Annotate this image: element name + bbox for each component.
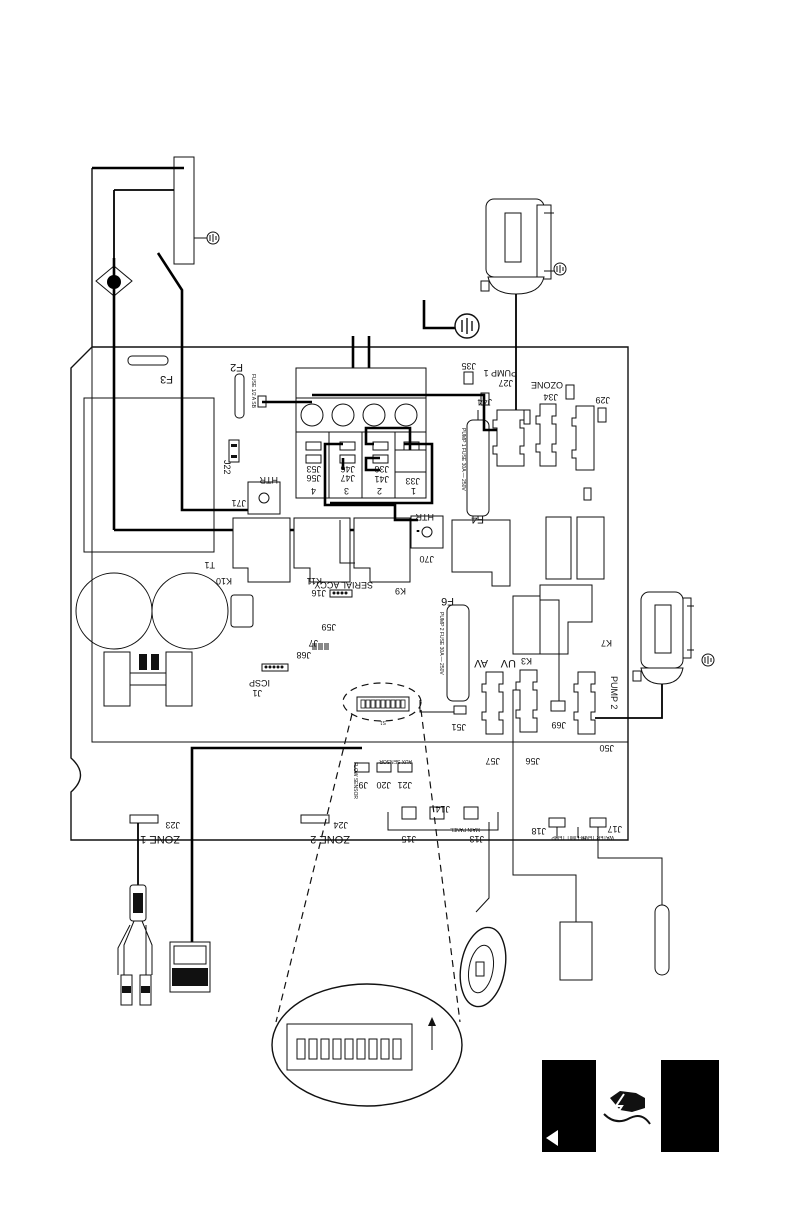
label-k9: K9 xyxy=(395,586,406,596)
label-serial-accy: SERIAL ACCY xyxy=(314,580,373,590)
label-k3: K3 xyxy=(521,656,532,666)
label-j15: J15 xyxy=(401,834,416,844)
pump1-motor xyxy=(480,198,567,394)
external-devices xyxy=(117,884,670,1008)
pump2-motor xyxy=(595,591,715,719)
label-k11: K11 xyxy=(307,576,322,586)
label-main-panel: MAIN PANEL xyxy=(450,826,480,832)
label-uv: UV xyxy=(500,657,516,669)
label-pump-fuse-2: PUMP 2 FUSE 30A — 250V xyxy=(438,612,444,675)
label-f4: F4 xyxy=(471,513,484,525)
label-terminal-2: 2 xyxy=(377,486,382,496)
label-f2-fuse: FUSE 1/2 A SB xyxy=(250,374,256,409)
label-j18: J18 xyxy=(531,826,546,836)
label-j51: J51 xyxy=(451,722,466,732)
label-pump-fuse-1: PUMP 1 FUSE 30A — 250V xyxy=(460,428,466,491)
label-j35: J35 xyxy=(461,361,476,371)
label-terminal-1: 1 xyxy=(411,486,416,496)
label-j69: J69 xyxy=(551,720,566,730)
label-aux-sensor: AUX SENSOR xyxy=(379,758,412,764)
label-f6: F6 xyxy=(441,595,454,607)
label-ozone: OZONE xyxy=(531,380,563,390)
label-htr-right: HTR xyxy=(415,512,434,522)
board-components xyxy=(75,355,607,831)
label-j70: J70 xyxy=(419,554,434,564)
label-j14: J14 xyxy=(435,804,450,814)
warning-label xyxy=(542,1060,719,1152)
label-j36: J36 xyxy=(374,464,389,474)
label-k7: K7 xyxy=(601,638,612,648)
label-j57: J57 xyxy=(485,756,500,766)
label-j17: J17 xyxy=(607,824,622,834)
label-terminal-4: 4 xyxy=(311,486,316,496)
label-t1: T1 xyxy=(204,560,215,570)
label-j21: J21 xyxy=(397,780,412,790)
enclosure-outline xyxy=(70,168,629,841)
label-j44: J44 xyxy=(477,397,492,407)
label-terminal-3: 3 xyxy=(344,486,349,496)
label-j7: J7 xyxy=(308,638,318,648)
label-j20: J20 xyxy=(376,780,391,790)
ground-symbol xyxy=(422,300,480,339)
label-hi-limit: HI-LIMIT TEMP xyxy=(551,834,586,840)
label-s1: S1 xyxy=(380,719,386,725)
board-labels: F3 F2 FUSE 1/2 A SB J35 J27 PUMP 1 OZONE… xyxy=(140,361,622,845)
label-j29: J29 xyxy=(595,395,610,405)
label-k10: K10 xyxy=(216,576,232,586)
label-j23: J23 xyxy=(165,820,180,830)
label-j68: J68 xyxy=(296,650,311,660)
label-j59: J59 xyxy=(321,622,336,632)
label-j22: J22 xyxy=(222,460,232,475)
label-htr-left: HTR xyxy=(259,475,278,485)
label-j1: J1 xyxy=(252,688,262,698)
label-j56: J56 xyxy=(306,473,321,483)
label-j46: J46 xyxy=(340,464,355,474)
label-j50: J50 xyxy=(599,743,614,753)
label-pump1: PUMP 1 xyxy=(484,368,517,378)
label-j9: J9 xyxy=(358,780,368,790)
board-wiring xyxy=(137,393,663,942)
electric-shock-hazard-icon xyxy=(603,1091,651,1125)
label-j41: J41 xyxy=(374,474,389,484)
label-av: AV xyxy=(473,657,488,669)
label-zone1: ZONE 1 xyxy=(140,833,180,845)
label-j13: J13 xyxy=(469,834,484,844)
label-j71: J71 xyxy=(231,498,246,508)
label-j53: J53 xyxy=(306,464,321,474)
label-icsp: ICSP xyxy=(249,678,270,688)
label-flow-sensor: FLOW SENSOR xyxy=(352,762,358,799)
label-j16: J16 xyxy=(311,588,326,598)
warning-arrow-icon xyxy=(546,1130,558,1146)
label-j34: J34 xyxy=(543,392,558,402)
label-f3: F3 xyxy=(160,373,173,385)
label-j47: J47 xyxy=(340,473,355,483)
label-water-temp: WATER TEMP xyxy=(581,834,614,840)
dip-switch-detail xyxy=(271,682,463,1107)
label-j33: J33 xyxy=(405,476,420,486)
label-j24: J24 xyxy=(333,820,348,830)
label-f2: F2 xyxy=(230,361,243,373)
label-pump2: PUMP 2 xyxy=(609,676,619,709)
label-j56-lower: J56 xyxy=(525,756,540,766)
label-j27: J27 xyxy=(498,378,513,388)
label-zone2: ZONE 2 xyxy=(310,833,350,845)
